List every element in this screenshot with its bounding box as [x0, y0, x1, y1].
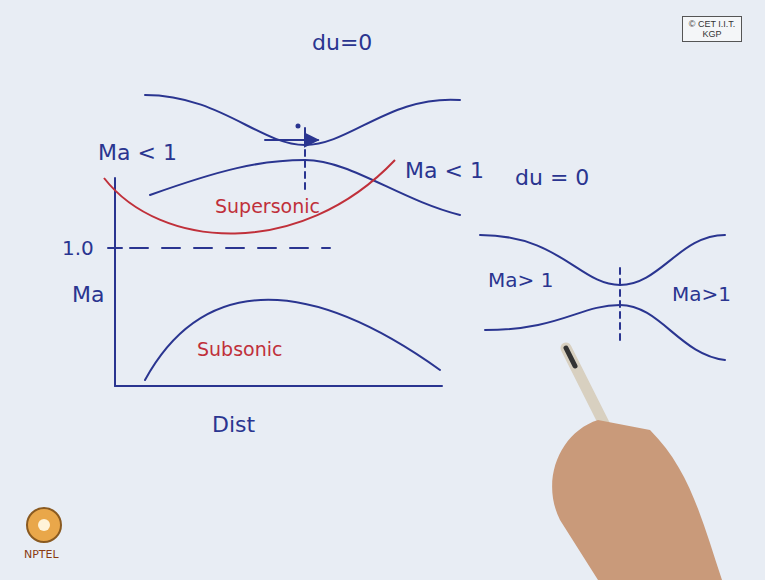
region-label: Supersonic — [215, 195, 320, 217]
logo — [38, 519, 50, 531]
equation: du=0 — [312, 30, 372, 55]
mach-label: Ma> 1 — [488, 268, 553, 292]
pen-tip — [566, 348, 575, 366]
y-axis — [114, 178, 116, 386]
logo — [27, 508, 61, 542]
copyright-box: © CET I.I.T. KGP — [682, 16, 742, 42]
hand — [552, 420, 722, 580]
logo-text: NPTEL — [24, 548, 59, 561]
tick — [108, 247, 122, 249]
region-label: Subsonic — [197, 338, 282, 360]
supersonic-curve — [104, 160, 395, 234]
nozzle-wall — [485, 305, 725, 360]
axis-label: Dist — [212, 412, 255, 437]
mach-label: Ma < 1 — [98, 140, 177, 165]
mach-label: Ma < 1 — [405, 158, 484, 183]
nozzle-wall — [145, 95, 460, 145]
subsonic-curve — [145, 300, 440, 380]
dot — [297, 125, 300, 128]
axis-label: Ma — [72, 282, 104, 307]
axis-tick: 1.0 — [62, 236, 94, 260]
x-axis — [115, 385, 442, 387]
flow-arrow — [265, 139, 318, 141]
throat-line — [619, 268, 621, 340]
sonic-line — [130, 247, 330, 249]
throat-line — [304, 128, 306, 192]
mach-label: Ma>1 — [672, 282, 731, 306]
copyright-text: © CET I.I.T. KGP — [687, 19, 737, 39]
equation: du = 0 — [515, 165, 589, 190]
